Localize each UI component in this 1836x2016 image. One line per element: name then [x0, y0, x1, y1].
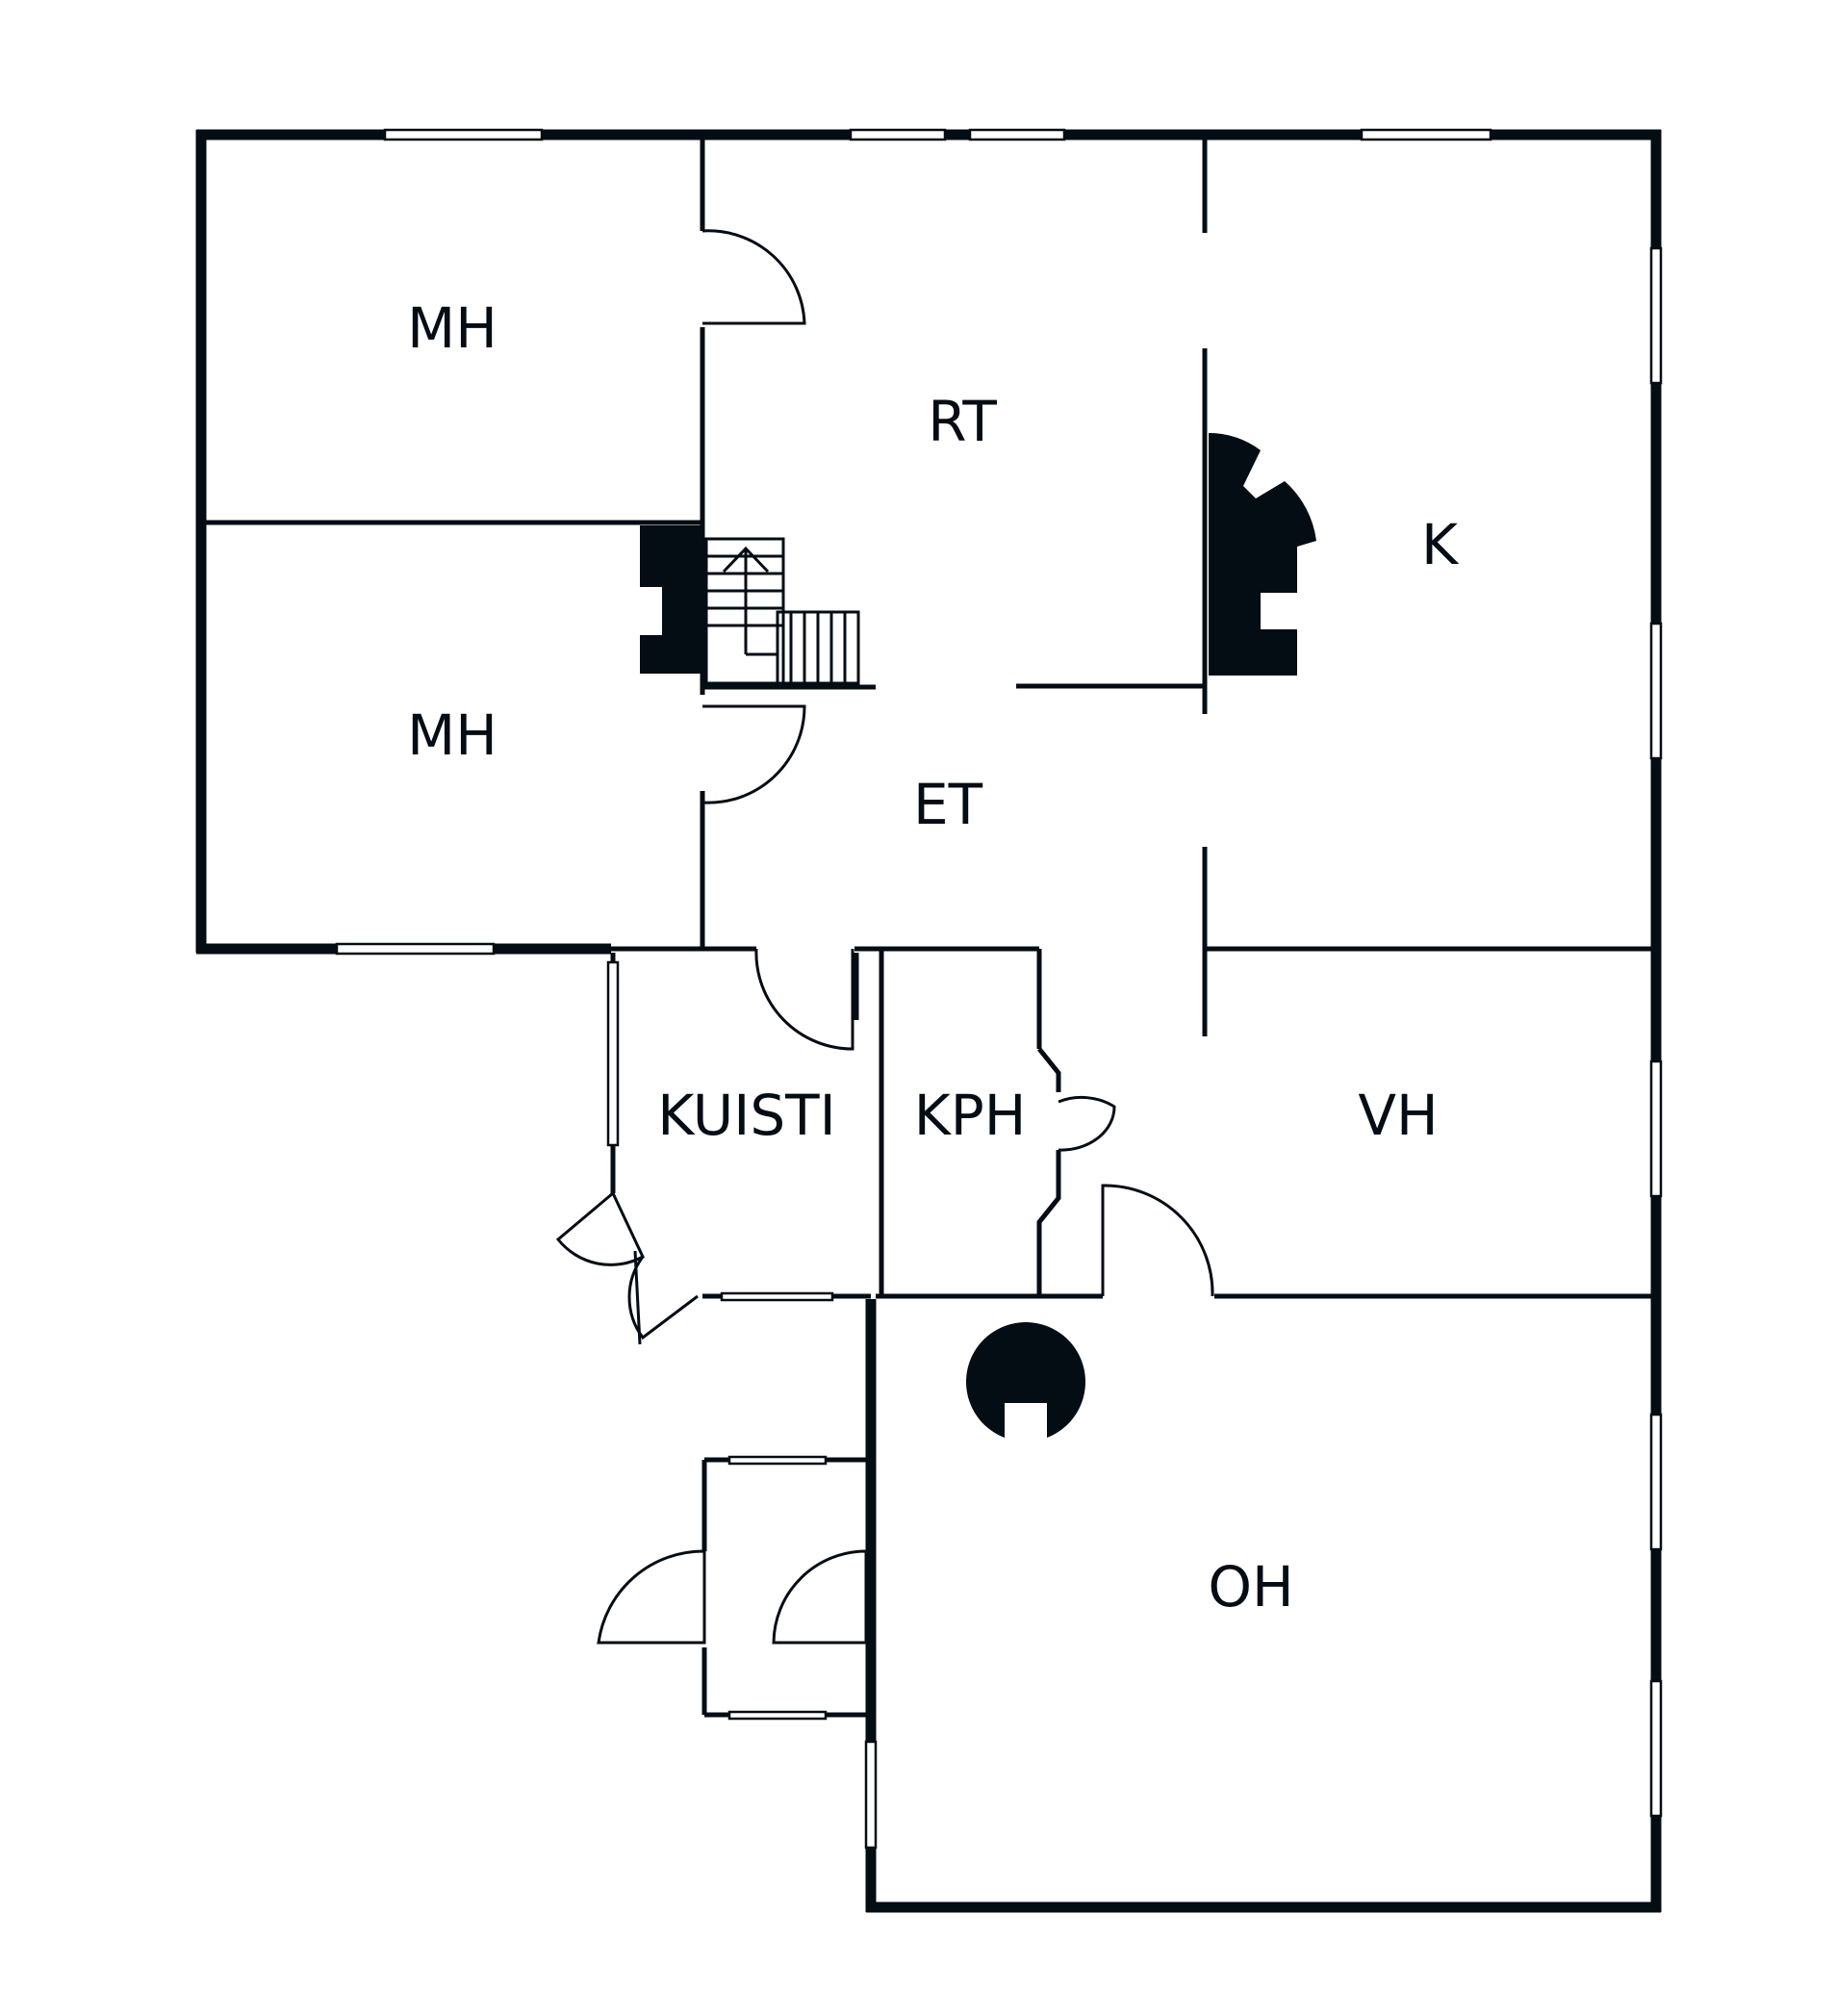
room-label-mh-lower: MH	[407, 702, 497, 768]
chimney-block	[640, 525, 702, 674]
room-label-vh: VH	[1358, 1083, 1438, 1148]
room-labels: MH MH RT K ET KUISTI KPH VH OH	[407, 295, 1460, 1620]
room-label-kph: KPH	[914, 1083, 1027, 1148]
room-label-et: ET	[913, 772, 983, 837]
interior-walls	[204, 140, 1654, 1718]
round-stove	[965, 1322, 1085, 1438]
room-label-mh-upper: MH	[407, 295, 497, 361]
windows	[335, 128, 1663, 1850]
staircase	[702, 537, 876, 690]
room-label-oh: OH	[1208, 1554, 1293, 1620]
room-label-rt: RT	[928, 389, 997, 454]
room-label-kuisti: KUISTI	[657, 1083, 835, 1148]
fireplaces	[640, 432, 1316, 1438]
room-label-k: K	[1421, 512, 1460, 577]
doors	[555, 229, 1214, 1645]
kitchen-stove	[1209, 432, 1316, 676]
